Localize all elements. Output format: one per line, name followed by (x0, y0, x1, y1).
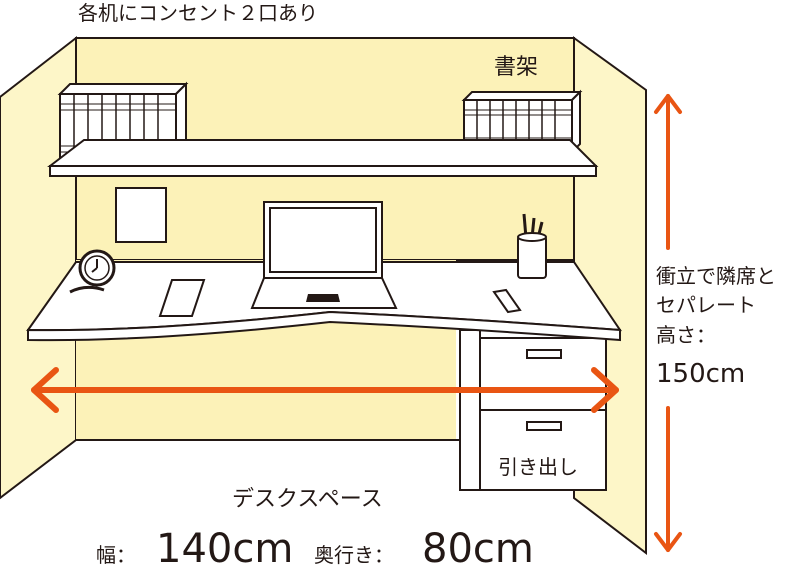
clock-icon (69, 249, 116, 294)
outlets-note: 各机にコンセント２口あり (78, 1, 318, 25)
width-arrow (31, 367, 619, 413)
notepad-icon (158, 279, 206, 317)
depth-label: 奥行き： (314, 543, 394, 567)
phone-icon (492, 288, 522, 314)
partition-label-line1: 衝立で隣席と (656, 264, 776, 288)
desk-space-label: デスクスペース (232, 487, 383, 512)
wall-notice-board (115, 187, 167, 243)
bookshelf-label: 書架 (494, 55, 538, 80)
drawer-cabinet (459, 329, 607, 491)
partition-height-value: 150cm (656, 359, 745, 389)
partition-label-line3: 高さ： (656, 323, 716, 347)
width-label: 幅： (96, 543, 136, 567)
width-value: 140cm (156, 526, 293, 570)
drawer-label: 引き出し (498, 455, 578, 479)
laptop-icon (250, 201, 398, 309)
bookshelf-board (47, 139, 599, 177)
height-arrow (654, 94, 682, 552)
depth-value: 80cm (422, 526, 534, 570)
partition-label-line2: セパレート (656, 293, 756, 317)
pen-holder-icon (517, 213, 547, 279)
